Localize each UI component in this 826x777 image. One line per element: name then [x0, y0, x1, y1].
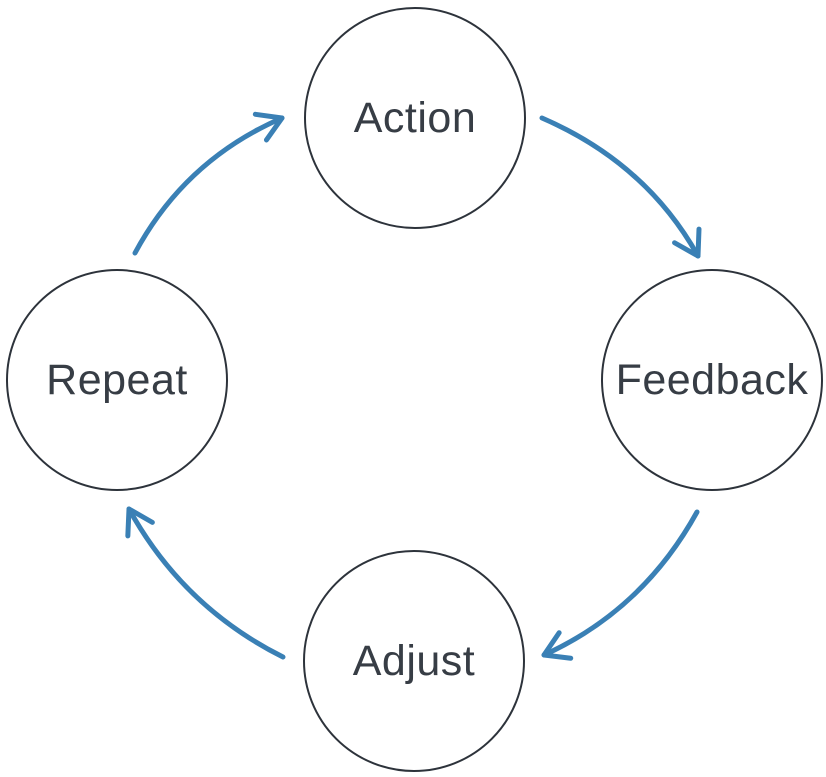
node-repeat: Repeat [6, 269, 228, 491]
node-adjust: Adjust [303, 550, 525, 772]
node-action-label: Action [353, 93, 477, 142]
arrow-feedback-to-adjust [541, 509, 700, 661]
node-action: Action [304, 7, 526, 229]
node-repeat-label: Repeat [46, 355, 188, 404]
arrow-adjust-to-repeat [125, 506, 286, 660]
arrow-repeat-to-action [132, 111, 285, 256]
node-feedback-label: Feedback [615, 355, 809, 404]
node-feedback: Feedback [601, 269, 823, 491]
arrow-action-to-feedback [539, 115, 702, 259]
node-adjust-label: Adjust [352, 636, 476, 685]
